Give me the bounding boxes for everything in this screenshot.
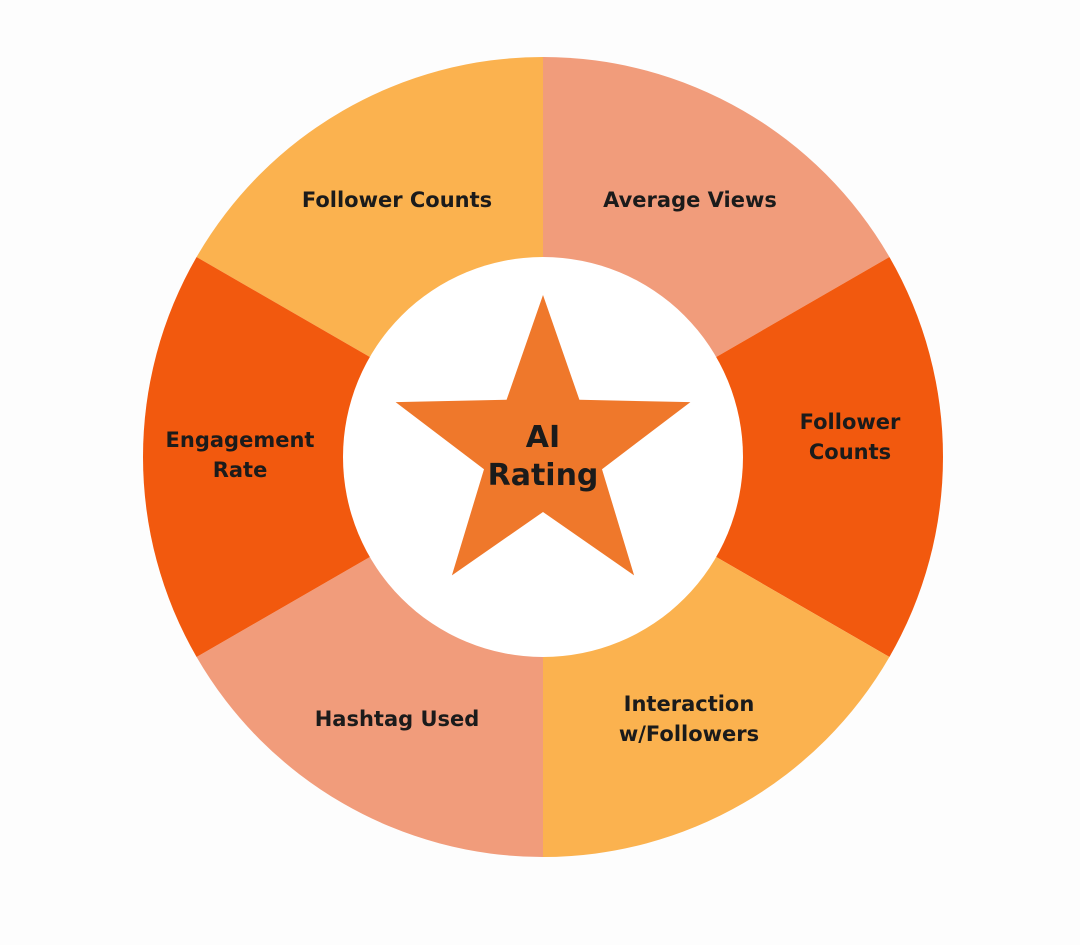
segment-label: Average Views <box>603 188 777 212</box>
star-icon <box>395 295 691 576</box>
segment-label: w/Followers <box>619 722 759 746</box>
segment-label: Counts <box>809 440 891 464</box>
center-label-line1: AI <box>526 420 560 455</box>
segment-label: Rate <box>213 458 268 482</box>
segment-label: Interaction <box>624 692 755 716</box>
segment-label: Hashtag Used <box>315 707 480 731</box>
segment-label: Engagement <box>166 428 315 452</box>
segment-label: Follower <box>800 410 901 434</box>
center-label-line2: Rating <box>488 458 599 493</box>
segment-label: Follower Counts <box>302 188 492 212</box>
